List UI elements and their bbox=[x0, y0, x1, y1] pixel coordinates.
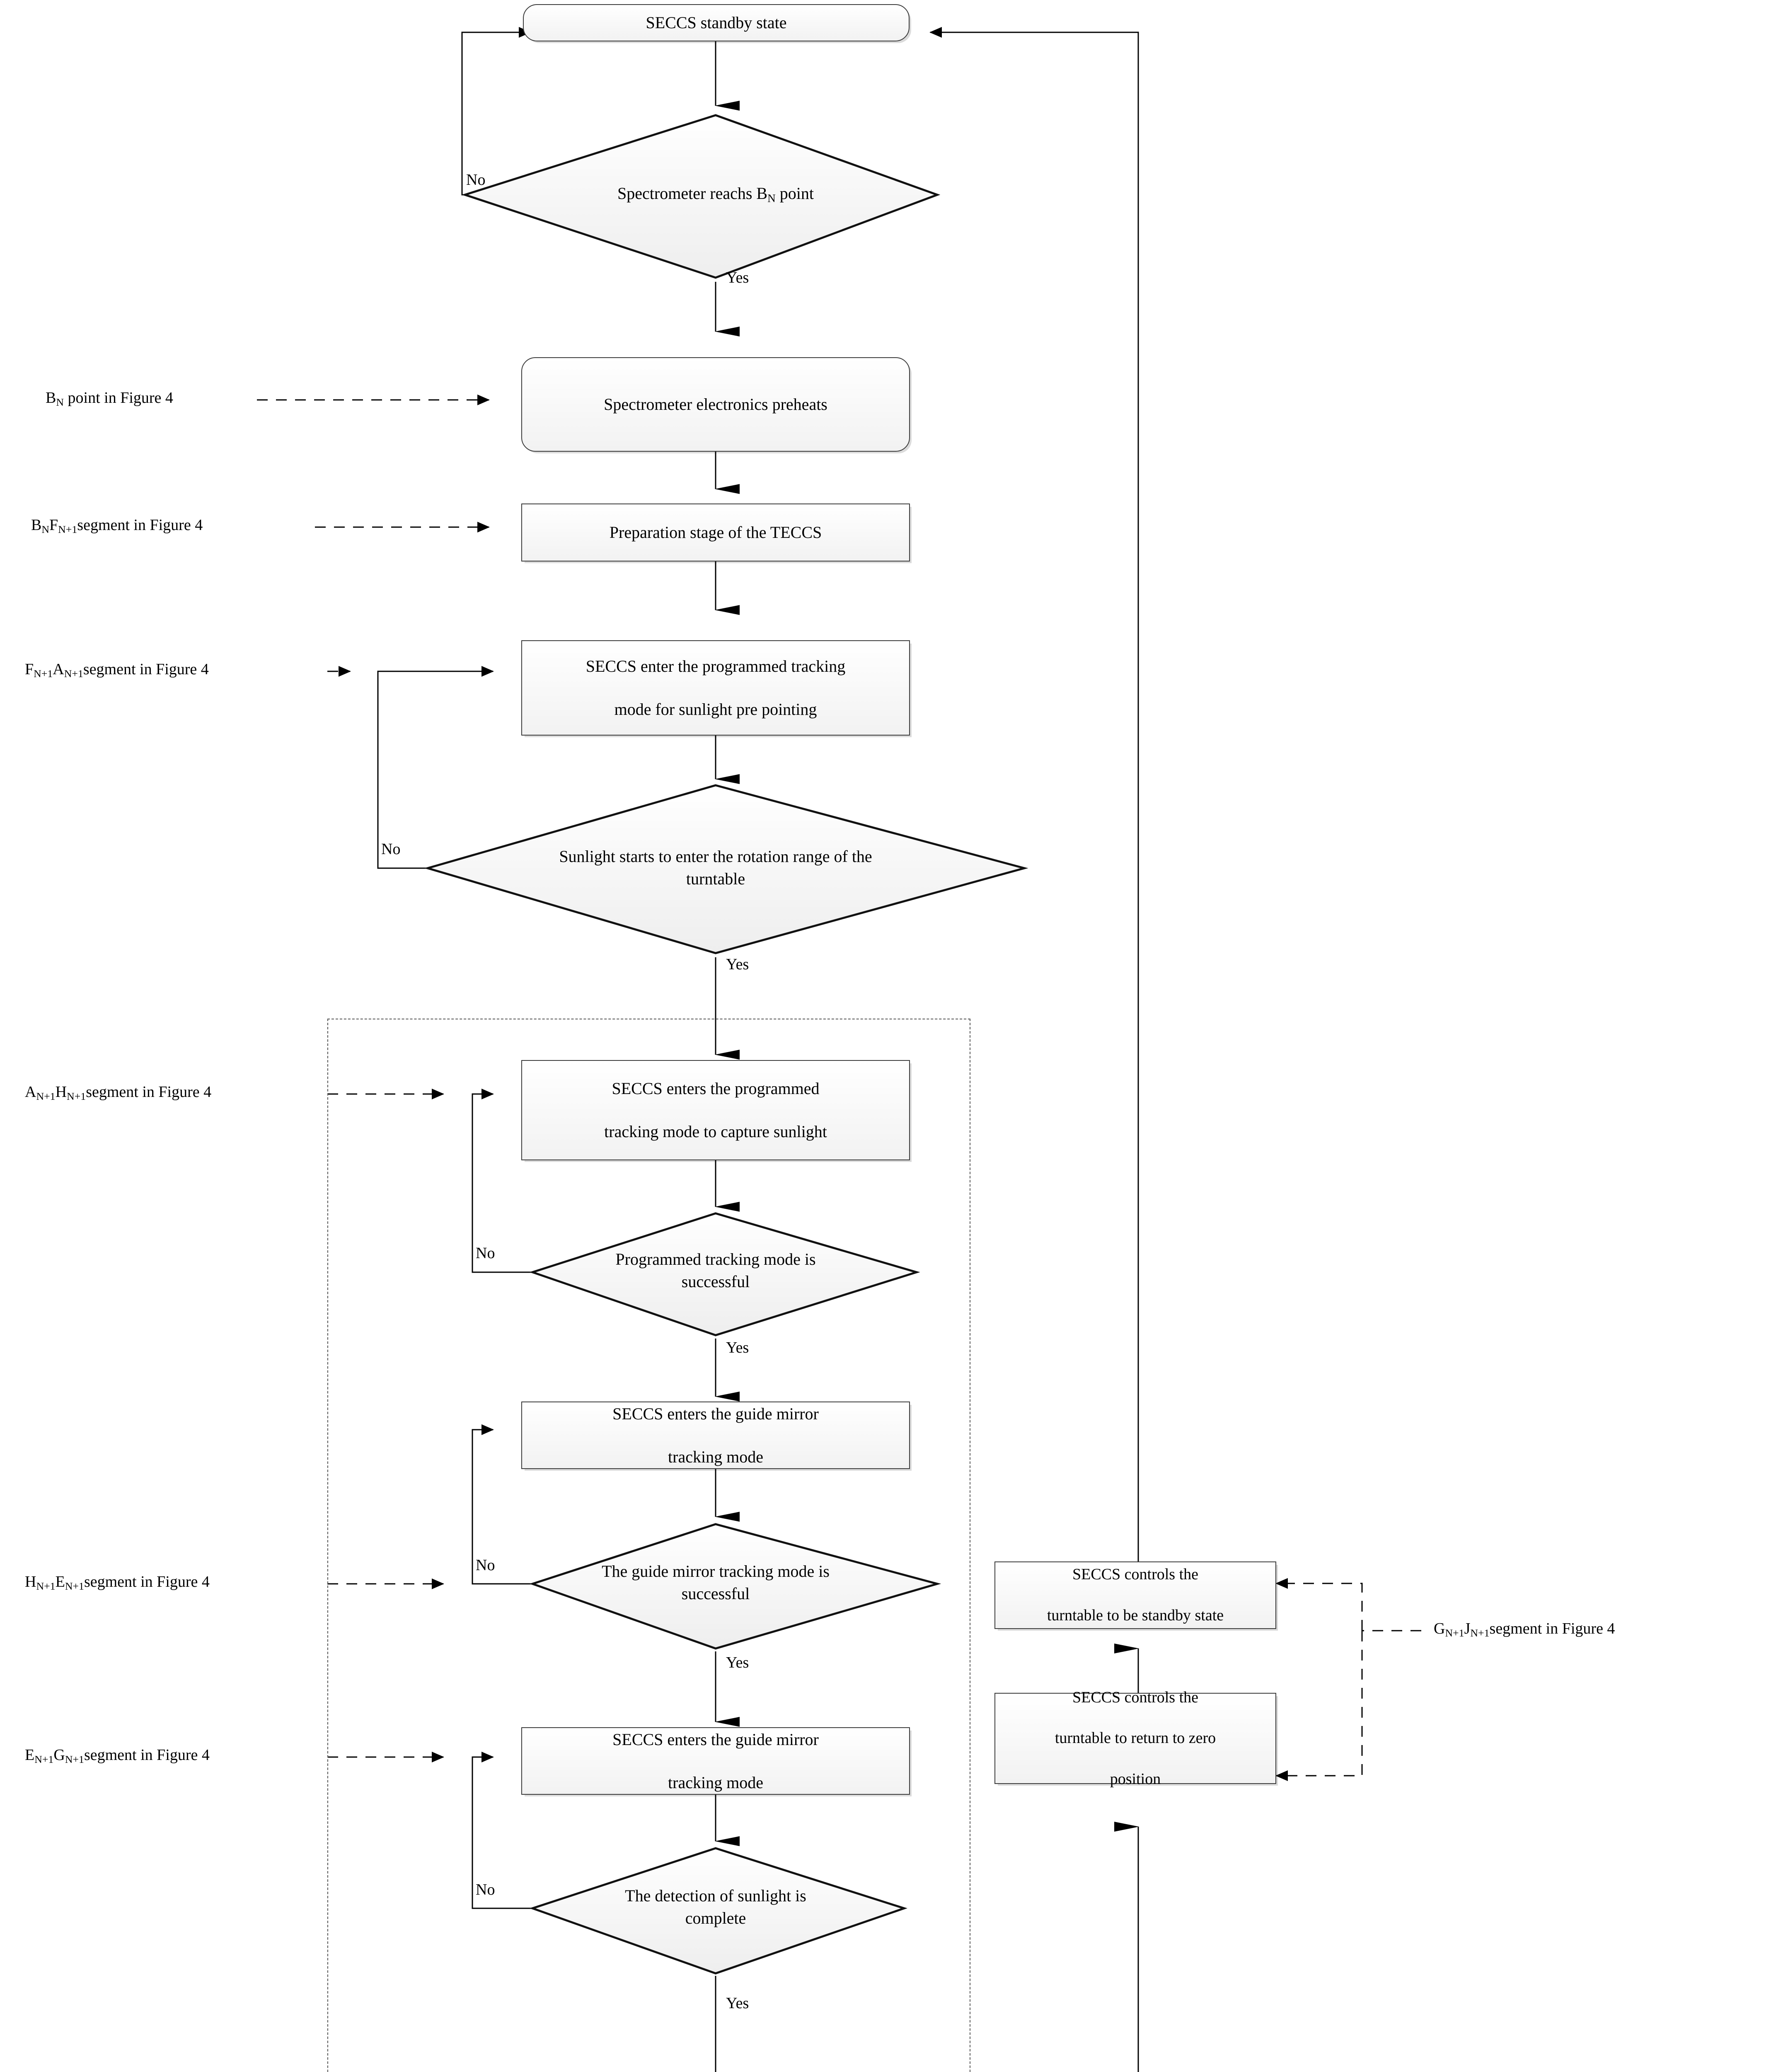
node-guide-mirror-mode-2-line2: tracking mode bbox=[668, 1773, 763, 1792]
seg4-pre: H bbox=[25, 1573, 36, 1590]
node-preparation-stage-teccs-label: Preparation stage of the TECCS bbox=[609, 523, 822, 542]
node-guide-mirror-mode-2[interactable]: SECCS enters the guide mirror tracking m… bbox=[521, 1727, 910, 1795]
diamond-reach-bn-text-pre: Spectrometer reachs B bbox=[617, 184, 768, 203]
segment-annotation-hn1en1: HN+1EN+1segment in Figure 4 bbox=[25, 1573, 210, 1593]
seg2-post: segment in Figure 4 bbox=[83, 661, 209, 678]
seg4-post: segment in Figure 4 bbox=[84, 1573, 210, 1590]
diamond-prog-ok-label: Programmed tracking mode is successful bbox=[615, 1248, 815, 1293]
node-spectrometer-preheats[interactable]: Spectrometer electronics preheats bbox=[521, 357, 910, 452]
branch-label-no-sunlight-enters: No bbox=[381, 840, 401, 858]
segment-annotation-bn-point: BN point in Figure 4 bbox=[46, 389, 173, 409]
seg1-mid: F bbox=[49, 516, 58, 534]
branch-label-no-reach-bn: No bbox=[466, 171, 486, 189]
node-turntable-standby-line1: SECCS controls the bbox=[1072, 1566, 1199, 1583]
seg5-pre: E bbox=[25, 1746, 35, 1764]
seg3-sub: N+1 bbox=[36, 1090, 56, 1103]
node-turntable-standby[interactable]: SECCS controls the turntable to be stand… bbox=[994, 1561, 1276, 1629]
seg0-pre: B bbox=[46, 389, 56, 407]
node-turntable-standby-line2: turntable to be standby state bbox=[1047, 1607, 1224, 1624]
node-turntable-zero-line1: SECCS controls the bbox=[1072, 1688, 1198, 1706]
node-capture-sunlight-mode-line1: SECCS enters the programmed bbox=[612, 1079, 820, 1098]
seg6-sub: N+1 bbox=[1445, 1627, 1464, 1639]
node-capture-sunlight-mode-line2: tracking mode to capture sunlight bbox=[604, 1122, 827, 1141]
node-pre-pointing[interactable]: SECCS enter the programmed tracking mode… bbox=[521, 640, 910, 736]
diamond-reach-bn-text-sub: N bbox=[767, 192, 776, 205]
node-standby-state[interactable]: SECCS standby state bbox=[523, 4, 910, 41]
branch-label-yes-prog-ok: Yes bbox=[726, 1339, 749, 1356]
node-preparation-stage-teccs[interactable]: Preparation stage of the TECCS bbox=[521, 503, 910, 562]
diamond-detect-done-label: The detection of sunlight is complete bbox=[625, 1885, 806, 1929]
branch-label-no-detect-done: No bbox=[476, 1881, 495, 1898]
seg4-sub: N+1 bbox=[36, 1580, 56, 1593]
seg1-sub: N bbox=[41, 523, 50, 536]
node-pre-pointing-line1: SECCS enter the programmed tracking bbox=[585, 657, 846, 675]
diamond-guide-ok-label: The guide mirror tracking mode is succes… bbox=[602, 1560, 830, 1605]
branch-label-yes-reach-bn: Yes bbox=[726, 269, 749, 286]
node-guide-mirror-mode-2-line1: SECCS enters the guide mirror bbox=[612, 1730, 819, 1749]
node-guide-mirror-mode-1-line2: tracking mode bbox=[668, 1447, 763, 1466]
seg6-post: segment in Figure 4 bbox=[1489, 1620, 1615, 1637]
node-spectrometer-preheats-label: Spectrometer electronics preheats bbox=[604, 395, 827, 414]
node-capture-sunlight-mode[interactable]: SECCS enters the programmed tracking mod… bbox=[521, 1060, 910, 1160]
seg5-sub2: N+1 bbox=[65, 1753, 84, 1766]
diamond-sunlight-enters-line1: Sunlight starts to enter the rotation ra… bbox=[559, 847, 872, 866]
seg3-mid: H bbox=[55, 1083, 67, 1101]
node-guide-mirror-mode-1-line1: SECCS enters the guide mirror bbox=[612, 1404, 819, 1423]
seg5-post: segment in Figure 4 bbox=[84, 1746, 210, 1764]
seg1-pre: B bbox=[31, 516, 42, 534]
seg2-mid: A bbox=[53, 661, 64, 678]
segment-annotation-an1hn1: AN+1HN+1segment in Figure 4 bbox=[25, 1083, 211, 1103]
diamond-detect-done-line2: complete bbox=[685, 1909, 746, 1927]
seg6-sub2: N+1 bbox=[1470, 1627, 1490, 1639]
diamond-detect-done-line1: The detection of sunlight is bbox=[625, 1886, 806, 1905]
seg2-sub: N+1 bbox=[34, 668, 53, 680]
diamond-guide-ok-line1: The guide mirror tracking mode is bbox=[602, 1562, 830, 1581]
seg4-sub2: N+1 bbox=[65, 1580, 84, 1593]
branch-label-yes-guide-ok: Yes bbox=[726, 1654, 749, 1671]
branch-label-yes-detect-done: Yes bbox=[726, 1995, 749, 2012]
seg4-mid: E bbox=[55, 1573, 65, 1590]
diamond-guide-ok-line2: successful bbox=[681, 1584, 750, 1603]
seg6-mid: J bbox=[1464, 1620, 1471, 1637]
branch-label-yes-sunlight-enters: Yes bbox=[726, 956, 749, 973]
segment-annotation-gn1jn1: GN+1JN+1segment in Figure 4 bbox=[1434, 1619, 1615, 1639]
branch-label-no-guide-ok: No bbox=[476, 1556, 495, 1574]
node-pre-pointing-line2: mode for sunlight pre pointing bbox=[614, 700, 817, 719]
segment-annotation-fn1an1: FN+1AN+1segment in Figure 4 bbox=[25, 660, 209, 680]
node-guide-mirror-mode-1[interactable]: SECCS enters the guide mirror tracking m… bbox=[521, 1402, 910, 1469]
seg2-sub2: N+1 bbox=[64, 668, 83, 680]
sunlight-capture-region bbox=[327, 1019, 970, 2072]
seg3-pre: A bbox=[25, 1083, 36, 1101]
seg1-sub2: N+1 bbox=[58, 523, 77, 536]
diamond-reach-bn-label: Spectrometer reachs BN point bbox=[617, 184, 814, 205]
seg0-mid: point in Figure 4 bbox=[64, 389, 173, 407]
branch-label-no-prog-ok: No bbox=[476, 1244, 495, 1262]
seg2-pre: F bbox=[25, 661, 34, 678]
node-standby-state-label: SECCS standby state bbox=[646, 13, 787, 32]
diamond-prog-ok-line1: Programmed tracking mode is bbox=[615, 1250, 816, 1268]
diamond-reach-bn-text-post: point bbox=[775, 184, 814, 203]
node-turntable-zero-line3: position bbox=[1110, 1770, 1161, 1788]
segment-annotation-en1gn1: EN+1GN+1segment in Figure 4 bbox=[25, 1746, 210, 1766]
node-turntable-zero[interactable]: SECCS controls the turntable to return t… bbox=[994, 1689, 1276, 1788]
segment-annotation-bnfn1: BNFN+1segment in Figure 4 bbox=[31, 516, 203, 536]
diamond-sunlight-enters-label: Sunlight starts to enter the rotation ra… bbox=[559, 845, 872, 890]
seg1-post: segment in Figure 4 bbox=[77, 516, 203, 534]
seg5-mid: G bbox=[53, 1746, 65, 1764]
diamond-prog-ok-line2: successful bbox=[681, 1272, 750, 1291]
seg3-sub2: N+1 bbox=[67, 1090, 86, 1103]
seg3-post: segment in Figure 4 bbox=[86, 1083, 212, 1101]
node-turntable-zero-line2: turntable to return to zero bbox=[1055, 1729, 1216, 1747]
seg0-sub: N bbox=[56, 396, 64, 409]
seg5-sub: N+1 bbox=[34, 1753, 54, 1766]
diamond-sunlight-enters-line2: turntable bbox=[686, 869, 745, 888]
seg6-pre: G bbox=[1434, 1620, 1445, 1637]
